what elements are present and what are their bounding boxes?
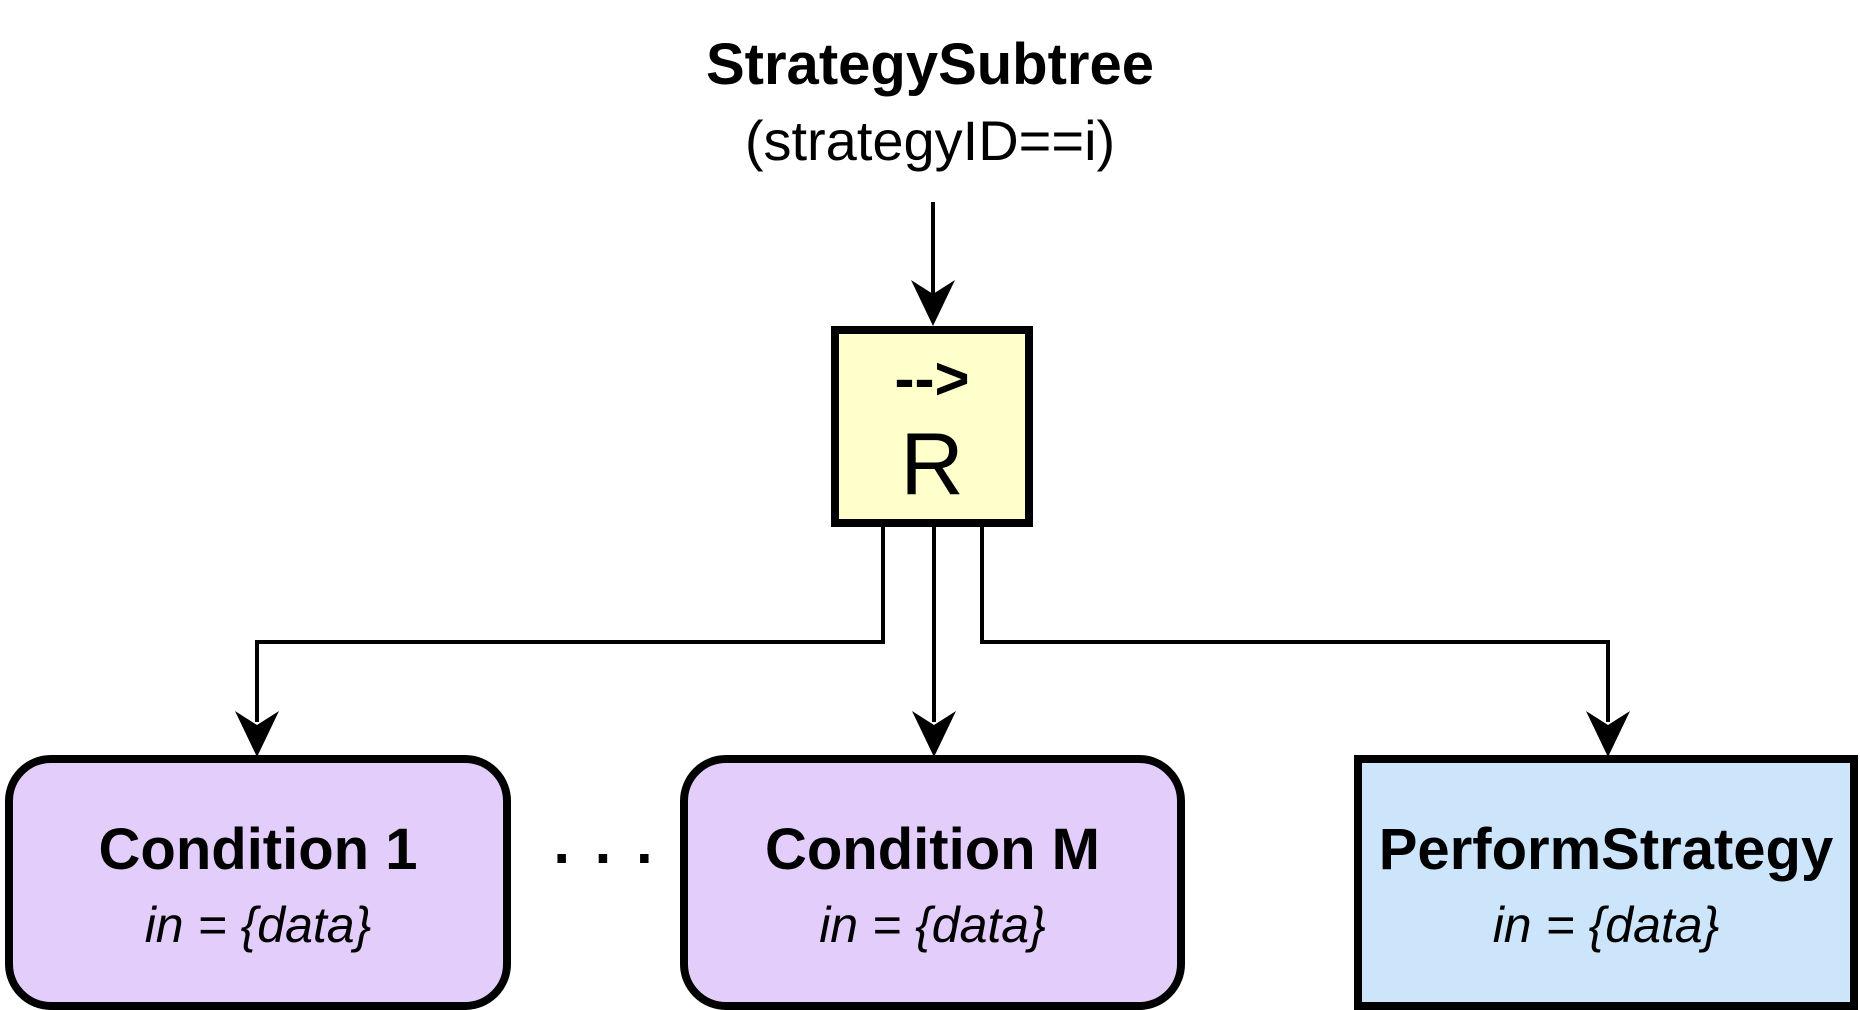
sequence-reactive-label: R (900, 414, 964, 513)
node-title: Condition 1 (98, 817, 418, 882)
arrowhead-perform-strategy (1586, 711, 1630, 757)
action-node-perform-strategy[interactable]: PerformStrategy in = {data} (1354, 755, 1858, 1010)
arrowhead-condition-m (912, 711, 956, 757)
connector-line-perform-strategy (980, 527, 1610, 722)
root-arrowhead (911, 280, 955, 326)
ellipsis-separator: . . . (553, 809, 657, 876)
subtree-title: StrategySubtree (705, 32, 1155, 97)
node-input-port: in = {data} (144, 897, 372, 953)
node-input-port: in = {data} (1492, 897, 1720, 953)
connector-line-condition-1 (255, 527, 885, 722)
node-title: PerformStrategy (1378, 817, 1834, 882)
arrowhead-condition-1 (235, 711, 279, 757)
condition-node-m[interactable]: Condition M in = {data} (680, 755, 1185, 1010)
condition-node-1[interactable]: Condition 1 in = {data} (5, 755, 511, 1010)
node-title: Condition M (764, 817, 1100, 882)
node-input-port: in = {data} (819, 897, 1046, 953)
sequence-node[interactable]: --> R (831, 326, 1033, 527)
sequence-arrow-symbol: --> (894, 345, 970, 412)
subtree-condition: (strategyID==i) (744, 109, 1116, 172)
